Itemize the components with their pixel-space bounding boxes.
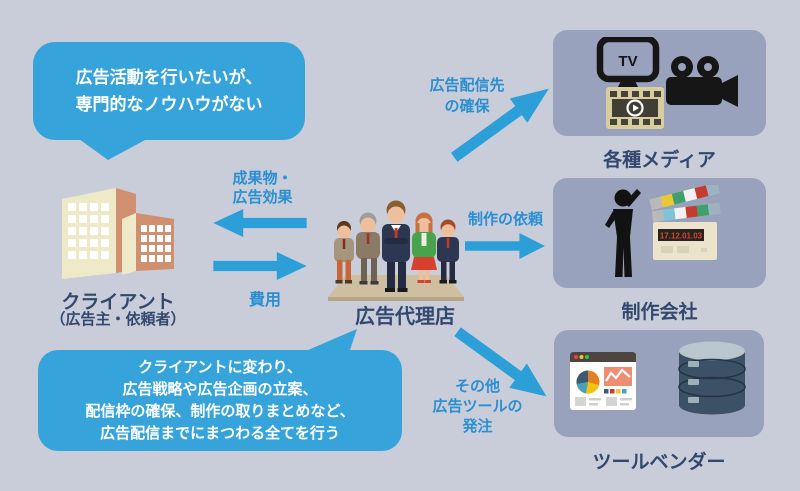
media-box: TV bbox=[553, 30, 766, 136]
production-request-flow-label: 制作の依頼 bbox=[467, 211, 543, 228]
bubble-line: 広告戦略や広告企画の立案、 bbox=[122, 380, 318, 398]
production-request-arrow bbox=[465, 233, 545, 259]
office-buildings-icon bbox=[62, 188, 174, 279]
cost-arrow bbox=[213, 252, 307, 280]
tool-order-flow-label: その他 広告ツールの 発注 bbox=[432, 378, 523, 435]
clapperboard-icon: 17.12.01.03 bbox=[648, 185, 721, 260]
film-strip-icon bbox=[605, 87, 664, 129]
bubble-line: 配信枠の確保、制作の取りまとめなど、 bbox=[85, 402, 355, 420]
bubble-tail-up-right bbox=[301, 329, 357, 356]
client-problem-bubble: 広告活動を行いたいが、 専門的なノウハウがない bbox=[33, 42, 305, 140]
cost-flow-label: 費用 bbox=[248, 292, 281, 309]
production-label: 制作会社 bbox=[621, 302, 698, 323]
bubble-line: 専門的なノウハウがない bbox=[75, 95, 263, 114]
tool-order-arrow bbox=[454, 327, 547, 397]
media-label: 各種メディア bbox=[603, 150, 716, 171]
agency-role-bubble: クライアントに変わり、 広告戦略や広告企画の立案、 配信枠の確保、制作の取りまと… bbox=[38, 350, 402, 451]
production-box: 17.12.01.03 bbox=[553, 178, 766, 288]
media-booking-flow-label: 広告配信先 の確保 bbox=[429, 77, 505, 115]
bubble-line: 広告活動を行いたいが、 bbox=[75, 68, 263, 87]
business-team-icon bbox=[328, 200, 464, 301]
deliverables-arrow bbox=[213, 209, 307, 237]
bubble-tail-down bbox=[79, 139, 147, 160]
bubble-line: クライアントに変わり、 bbox=[138, 358, 302, 376]
client-sublabel: （広告主・依頼者） bbox=[50, 311, 186, 328]
client-label: クライアント bbox=[61, 292, 175, 313]
deliverables-flow-label: 成果物・ 広告効果 bbox=[232, 170, 293, 206]
agency-label: 広告代理店 bbox=[355, 306, 455, 328]
analytics-dashboard-icon bbox=[570, 351, 636, 410]
tool-vendor-label: ツールベンダー bbox=[592, 452, 726, 473]
media-booking-arrow bbox=[450, 88, 549, 162]
clapper-date: 17.12.01.03 bbox=[659, 232, 702, 241]
director-silhouette-icon bbox=[604, 189, 641, 277]
database-icon bbox=[678, 341, 746, 414]
tv-icon: TV bbox=[596, 37, 659, 93]
tool-vendor-box bbox=[554, 330, 764, 437]
camcorder-icon bbox=[665, 56, 738, 107]
tv-label: TV bbox=[618, 53, 637, 70]
bubble-line: 広告配信までにまつわる全てを行う bbox=[100, 424, 340, 442]
